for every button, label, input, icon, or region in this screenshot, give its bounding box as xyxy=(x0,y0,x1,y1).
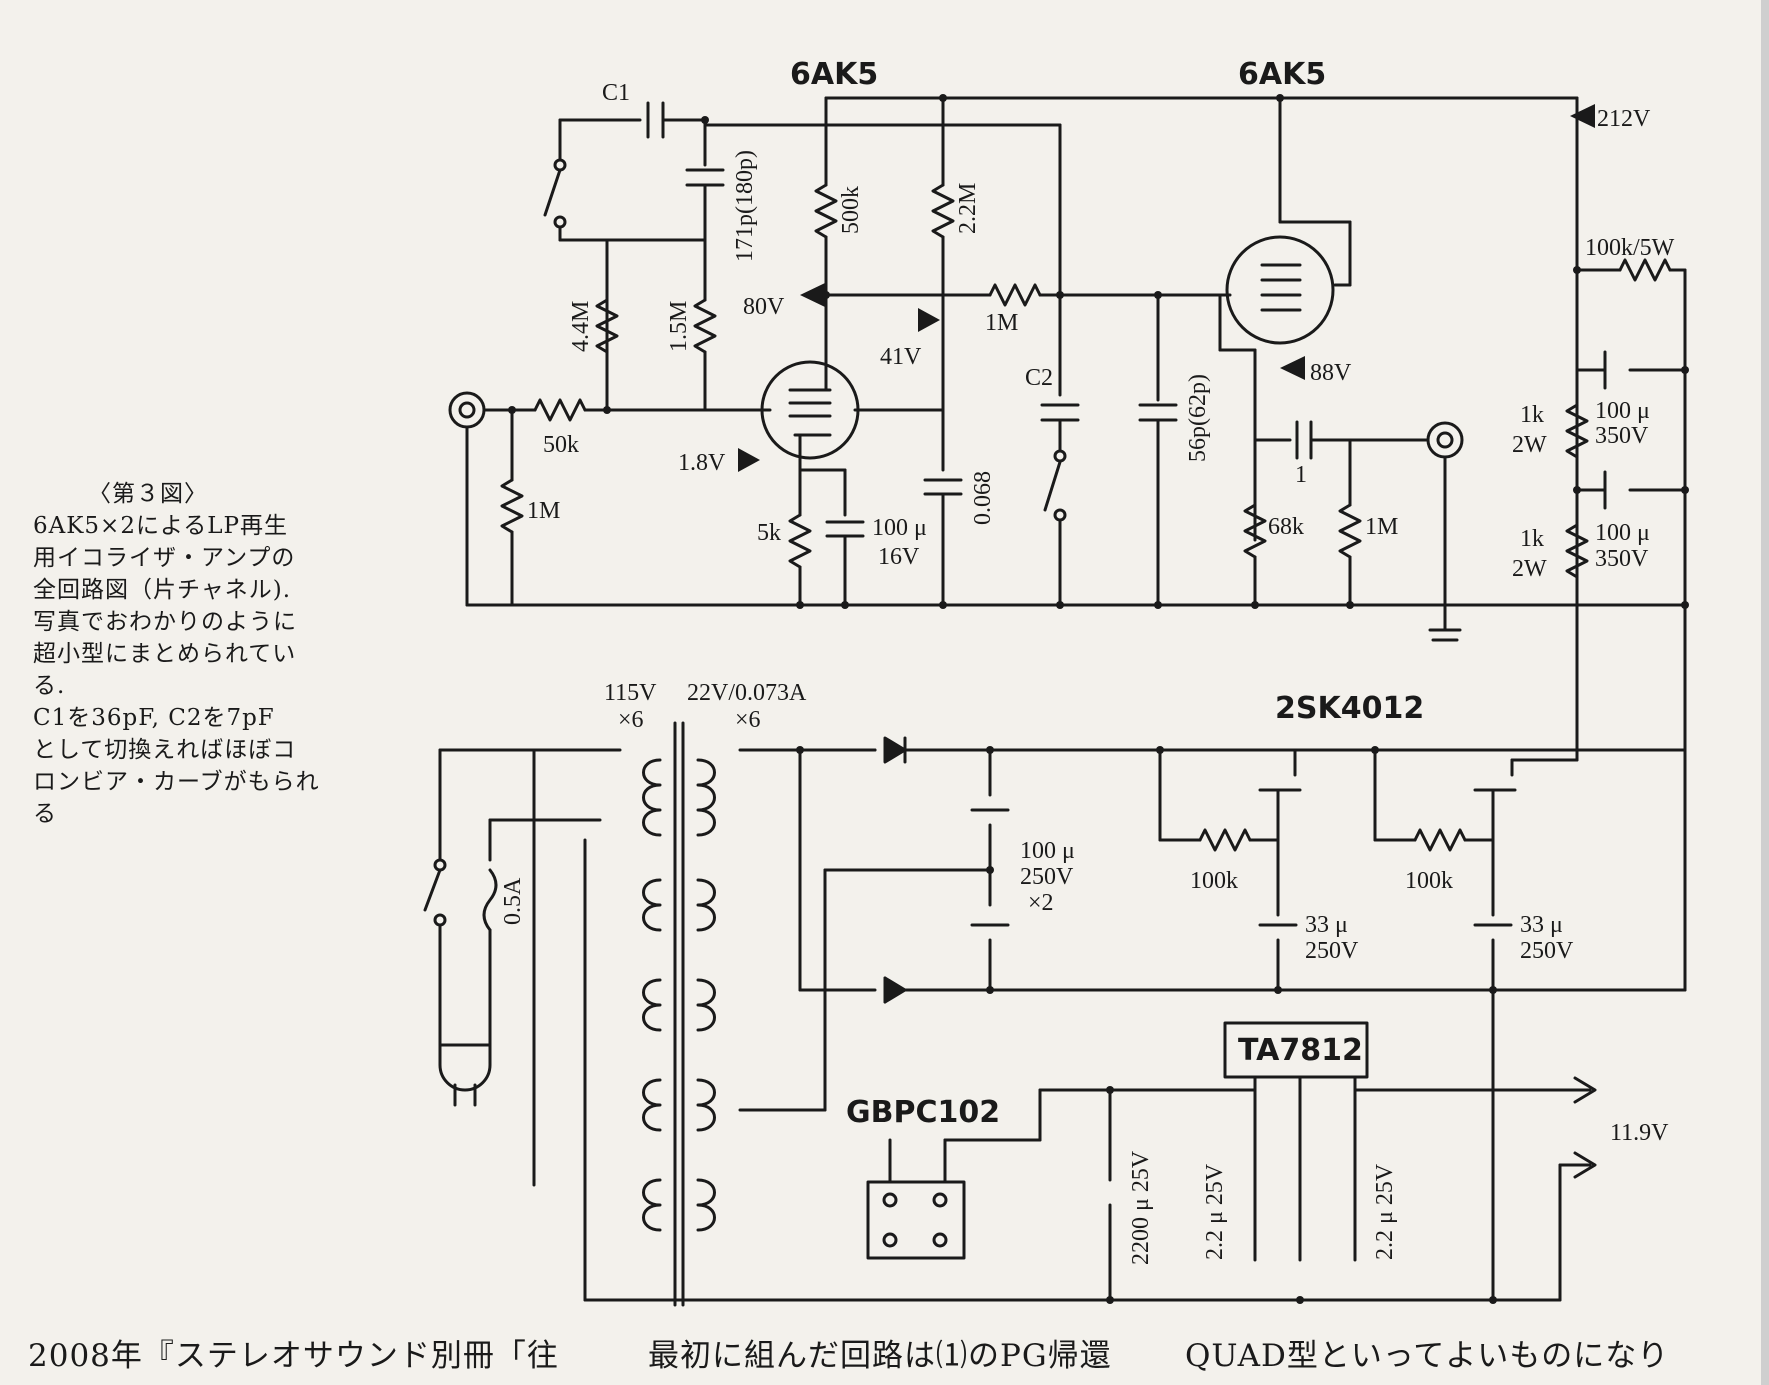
v212-label: 212V xyxy=(1597,106,1651,132)
c350v-c-label: 350V xyxy=(1595,546,1649,572)
caption-line: 用イコライザ・アンプの xyxy=(33,545,296,571)
bridge-label: GBPC102 xyxy=(846,1095,1000,1130)
c2-label: C2 xyxy=(1025,365,1053,391)
prim-v-label: 115V xyxy=(604,680,657,706)
regulator-label: TA7812 xyxy=(1238,1033,1363,1068)
r2w-a-label: 2W xyxy=(1512,432,1547,458)
caption-line: 写真でおわかりのように xyxy=(33,609,297,635)
page-edge xyxy=(1761,0,1769,1385)
fuse-label: 0.5A xyxy=(500,877,526,925)
v41-label: 41V xyxy=(880,344,922,370)
caption-line: として切換えればほぼコ xyxy=(33,737,297,763)
caption-line: 超小型にまとめられてい xyxy=(33,641,297,667)
vout-label: 11.9V xyxy=(1610,1120,1669,1146)
r1m-mid-label: 1M xyxy=(985,310,1018,336)
c16v-label: 16V xyxy=(878,544,920,570)
caption-line: る. xyxy=(33,673,66,699)
r1k-a-label: 1k xyxy=(1520,402,1544,428)
v88-label: 88V xyxy=(1310,360,1352,386)
figure-caption: 〈第３図〉 6AK5×2によるLP再生 用イコライザ・アンプの 全回路図（片チャ… xyxy=(33,478,363,830)
c171p-label: 171p(180p) xyxy=(732,150,758,262)
c250v-b-label: 250V xyxy=(1520,938,1574,964)
c33u-a-label: 33 μ xyxy=(1305,912,1348,938)
r100k-a-label: 100k xyxy=(1190,868,1238,894)
c100u-a-label: 100 μ xyxy=(872,515,927,541)
c33u-b-label: 33 μ xyxy=(1520,912,1563,938)
r44m-label: 4.4M xyxy=(568,301,594,352)
c250v-a-label: 250V xyxy=(1305,938,1359,964)
c1uf-label: 1 xyxy=(1295,462,1307,488)
r5k-label: 5k xyxy=(757,520,781,546)
sec-x-label: ×6 xyxy=(735,707,761,733)
tube1-label: 6AK5 xyxy=(790,57,878,92)
caption-line: る xyxy=(33,801,57,827)
mosfet-label: 2SK4012 xyxy=(1275,691,1424,726)
c22a-label: 2.2 μ 25V xyxy=(1202,1163,1228,1260)
c0068-label: 0.068 xyxy=(970,471,996,525)
r1k-b-label: 1k xyxy=(1520,526,1544,552)
c100u-b-label: 100 μ xyxy=(1595,398,1650,424)
r1m-in-label: 1M xyxy=(527,498,560,524)
circuit-schematic: 6AK5 6AK5 C1 C2 171p(180p) 500k 2.2M 4.4… xyxy=(423,57,1689,1307)
cx2-label: ×2 xyxy=(1028,890,1054,916)
r50k-label: 50k xyxy=(543,432,579,458)
caption-line: ロンビア・カーブがもられ xyxy=(33,769,320,795)
r2w-b-label: 2W xyxy=(1512,556,1547,582)
v18-label: 1.8V xyxy=(678,450,726,476)
caption-title: 〈第３図〉 xyxy=(88,481,208,507)
body-text-col1: 2008年『ステレオサウンド別冊「往 xyxy=(28,1338,559,1374)
c100u-d-label: 100 μ xyxy=(1020,838,1075,864)
r22m-label: 2.2M xyxy=(955,183,981,234)
c350v-b-label: 350V xyxy=(1595,423,1649,449)
r100k5w-label: 100k/5W xyxy=(1585,235,1675,261)
c1-label: C1 xyxy=(602,80,630,106)
r500k-label: 500k xyxy=(838,186,864,234)
caption-line: 全回路図（片チャネル). xyxy=(33,577,292,603)
caption-line: C1を36pF, C2を7pF xyxy=(33,705,275,731)
c250v-d-label: 250V xyxy=(1020,864,1074,890)
prim-x-label: ×6 xyxy=(618,707,644,733)
caption-line: 6AK5×2によるLP再生 xyxy=(33,513,289,539)
v80-label: 80V xyxy=(743,294,785,320)
tube2-label: 6AK5 xyxy=(1238,57,1326,92)
body-text-col2: 最初に組んだ回路は⑴のPG帰還 xyxy=(648,1338,1112,1374)
r1m-out-label: 1M xyxy=(1365,514,1398,540)
r68k-label: 68k xyxy=(1268,514,1304,540)
body-text-col3: QUAD型といってよいものになり xyxy=(1185,1338,1670,1374)
c56p-label: 56p(62p) xyxy=(1185,374,1211,462)
c22b-label: 2.2 μ 25V xyxy=(1372,1163,1398,1260)
r15m-label: 1.5M xyxy=(666,301,692,352)
c100u-c-label: 100 μ xyxy=(1595,520,1650,546)
c2200-label: 2200 μ 25V xyxy=(1128,1150,1154,1265)
r100k-b-label: 100k xyxy=(1405,868,1453,894)
sec-v-label: 22V/0.073A xyxy=(687,680,807,706)
